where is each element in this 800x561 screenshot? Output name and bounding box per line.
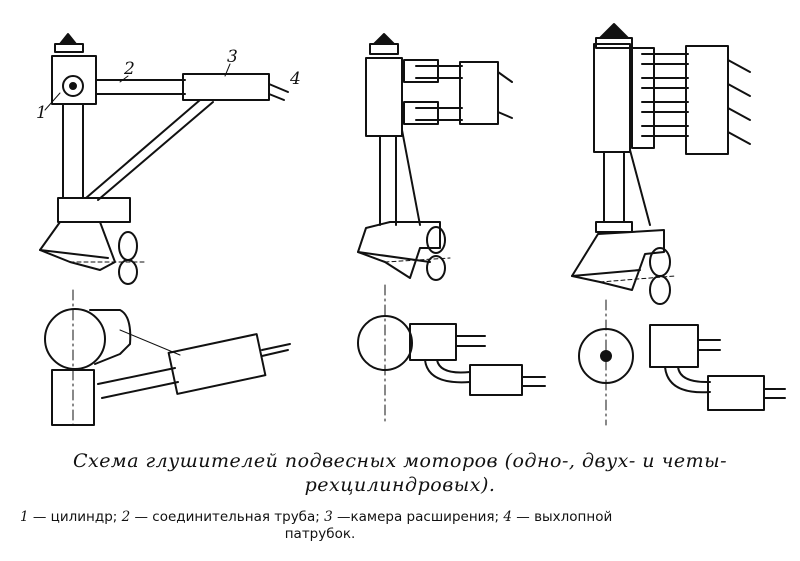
legend-item-4-text: — выхлопной xyxy=(511,509,613,525)
muffler-schematic-svg: 1 2 3 4 xyxy=(36,23,786,426)
label-4-exhaust-nozzle: 4 xyxy=(289,69,301,89)
caption-line-2: рехцилиндровых). xyxy=(304,474,496,496)
legend-item-4-number: 4 xyxy=(503,509,512,525)
legend-item-3-number: 3 xyxy=(324,509,333,525)
label-2-connecting-pipe: 2 xyxy=(123,59,135,79)
legend-line-2: патрубок. xyxy=(284,526,356,542)
figure-legend: 1 — цилиндр; 2 — соединительная труба; 3… xyxy=(20,509,780,543)
muffler-schematic-figure: 1 2 3 4 xyxy=(36,23,786,426)
motor-twin-side-view xyxy=(357,33,546,426)
caption-line-1: Схема глушителей подвесных моторов (одно… xyxy=(72,450,728,472)
motor-four-cylinder-side-view xyxy=(571,23,786,426)
motor-single-side-view xyxy=(39,33,291,426)
legend-item-1-number: 1 xyxy=(20,509,29,525)
legend-item-2-number: 2 xyxy=(121,509,131,525)
label-1-cylinder: 1 xyxy=(36,103,47,123)
figure-caption: Схема глушителей подвесных моторов (одно… xyxy=(20,449,780,497)
legend-item-2-text: — соединительная труба; xyxy=(130,509,325,525)
legend-item-1-text: — цилиндр; xyxy=(28,509,122,525)
label-3-expansion-chamber: 3 xyxy=(227,47,238,67)
legend-item-3-text: —камера расширения; xyxy=(332,509,504,525)
